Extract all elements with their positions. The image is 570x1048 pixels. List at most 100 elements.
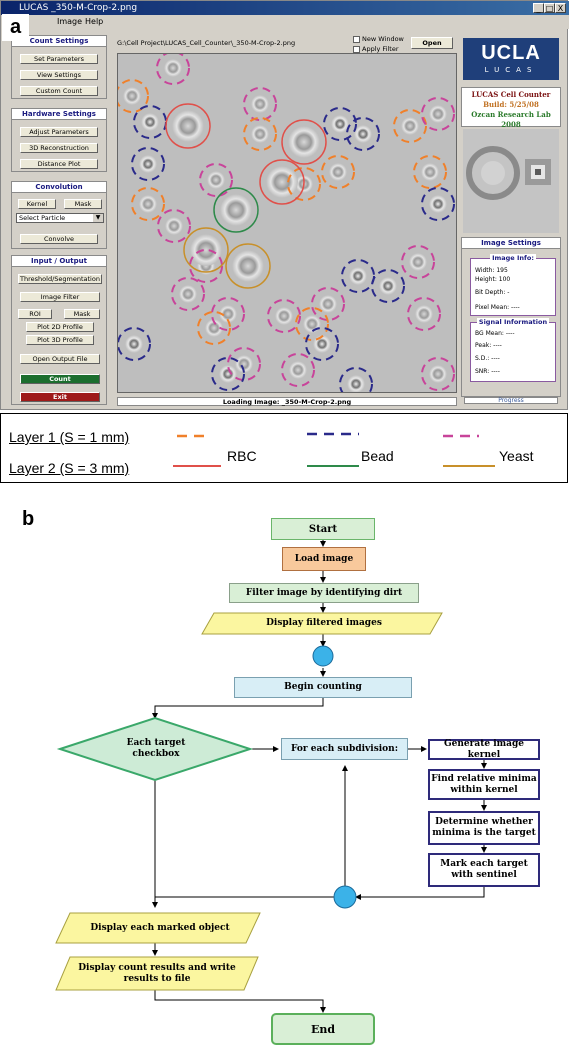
bead-layer1-marker (421, 187, 455, 221)
io-mask-button[interactable]: Mask (64, 309, 100, 319)
yeast-cell (275, 307, 293, 325)
image-viewer[interactable] (117, 53, 457, 393)
progress-bar: Progress (464, 397, 558, 404)
rbc2-cell (172, 110, 204, 142)
count-settings-title: Count Settings (12, 36, 106, 47)
yeast2-cell (232, 250, 264, 282)
chevron-down-icon: ▼ (93, 214, 103, 222)
distance-plot-button[interactable]: Distance Plot (20, 159, 98, 169)
rbc-layer1-marker (243, 117, 277, 151)
display-count-shape (55, 956, 259, 991)
open-output-file-button[interactable]: Open Output File (20, 354, 100, 364)
display-filtered-shape (201, 612, 443, 635)
menu-help[interactable]: Help (85, 17, 104, 26)
zoom-preview (463, 129, 559, 233)
rbc-cell (251, 125, 269, 143)
peak-value: Peak: ---- (475, 342, 502, 349)
maximize-button[interactable]: □ (544, 3, 555, 13)
bead-layer1-marker (131, 147, 165, 181)
yeast-layer1-marker (407, 297, 441, 331)
image-info-title: Image Info: (490, 254, 536, 262)
file-path-field[interactable]: G:\Cell Project\LUCAS_Cell_Counter\_350-… (117, 39, 296, 47)
custom-count-button[interactable]: Custom Count (20, 86, 98, 96)
logo-text: UCLA (481, 42, 541, 64)
convolve-button[interactable]: Convolve (20, 234, 98, 244)
legend-swatches (173, 432, 495, 467)
count-button[interactable]: Count (20, 374, 100, 384)
yeast-cell (165, 217, 183, 235)
yeast-layer1-marker (156, 54, 190, 85)
filter-image-node: Filter image by identifying dirt (229, 583, 419, 603)
select-particle-value: Select Particle (19, 214, 66, 222)
mark-target-node: Mark each target with sentinel (428, 853, 540, 887)
bead-cell (219, 365, 237, 383)
legend-layer2: Layer 2 (S = 3 mm) (9, 460, 130, 476)
bg-mean-value: BG Mean: ---- (475, 330, 515, 337)
zoom-preview-image (463, 129, 559, 233)
rbc2-layer2-marker (281, 119, 327, 165)
apply-filter-checkbox[interactable]: Apply Filter (353, 45, 399, 53)
close-button[interactable]: X (555, 3, 566, 13)
yeast-layer1-marker (421, 357, 455, 391)
bead-layer1-marker (341, 259, 375, 293)
rbc-cell (329, 163, 347, 181)
bead-layer1-marker (339, 367, 373, 392)
yeast-cell (429, 105, 447, 123)
3d-reconstruction-button[interactable]: 3D Reconstruction (20, 143, 98, 153)
new-window-checkbox[interactable]: New Window (353, 35, 404, 43)
rbc-cell (123, 87, 141, 105)
yeast-layer1-marker (421, 97, 455, 131)
bead-cell (354, 125, 372, 143)
mask-button[interactable]: Mask (64, 199, 102, 209)
bead-cell (379, 277, 397, 295)
image-filter-button[interactable]: Image Filter (20, 292, 100, 302)
rbc-layer1-marker (287, 167, 321, 201)
yeast-cell (429, 365, 447, 383)
bead-cell (347, 375, 365, 392)
open-button[interactable]: Open (411, 37, 453, 49)
yeast-layer1-marker (243, 87, 277, 121)
convolution-group: Convolution Kernel Mask Select Particle … (11, 181, 107, 249)
bead-layer1-marker (118, 327, 151, 361)
yeast-layer1-marker (267, 299, 301, 333)
yeast2-layer2-marker (225, 243, 271, 289)
rbc-cell (421, 163, 439, 181)
yeast-layer1-marker (211, 297, 245, 331)
connector-circle-top (312, 645, 334, 667)
adjust-parameters-button[interactable]: Adjust Parameters (20, 127, 98, 137)
yeast-layer1-marker (311, 287, 345, 321)
yeast-layer1-marker (281, 353, 315, 387)
bead-cell (331, 115, 349, 133)
rbc-layer1-marker (118, 79, 149, 113)
plot-3d-profile-button[interactable]: Plot 3D Profile (26, 335, 94, 345)
threshold-segmentation-button[interactable]: Threshold/Segmentation (18, 274, 102, 284)
connector-circle-bottom (333, 885, 357, 909)
height-value: Height: 100 (475, 276, 511, 283)
checkbox-icon (353, 35, 360, 43)
display-marked-node: Display each marked object (90, 922, 230, 933)
display-filtered-node: Display filtered images (266, 618, 382, 628)
rbc-layer1-marker (197, 311, 231, 345)
display-count-node: Display count results and write results … (78, 962, 236, 984)
pixel-mean-value: Pixel Mean: ---- (475, 304, 520, 311)
end-node: End (271, 1013, 375, 1045)
plot-2d-profile-button[interactable]: Plot 2D Profile (26, 322, 94, 332)
kernel-button[interactable]: Kernel (18, 199, 56, 209)
snr-value: SNR: ---- (475, 368, 500, 375)
rbc2-layer2-marker (259, 159, 305, 205)
display-marked-shape (55, 912, 261, 944)
select-particle-dropdown[interactable]: Select Particle ▼ (16, 213, 104, 223)
roi-button[interactable]: ROI (18, 309, 52, 319)
minimize-button[interactable]: _ (533, 3, 544, 13)
set-parameters-button[interactable]: Set Parameters (20, 54, 98, 64)
status-bar: Loading Image: _350-M-Crop-2.png (117, 397, 457, 406)
exit-button[interactable]: Exit (20, 392, 100, 402)
view-settings-button[interactable]: View Settings (20, 70, 98, 80)
panel-a-label: a (2, 14, 30, 41)
rbc-layer1-marker (321, 155, 355, 189)
bead2-cell (220, 194, 252, 226)
menu-image[interactable]: Image (57, 17, 83, 26)
legend-layer1: Layer 1 (S = 1 mm) (9, 429, 130, 445)
count-settings-group: Count Settings Set Parameters View Setti… (11, 35, 107, 99)
